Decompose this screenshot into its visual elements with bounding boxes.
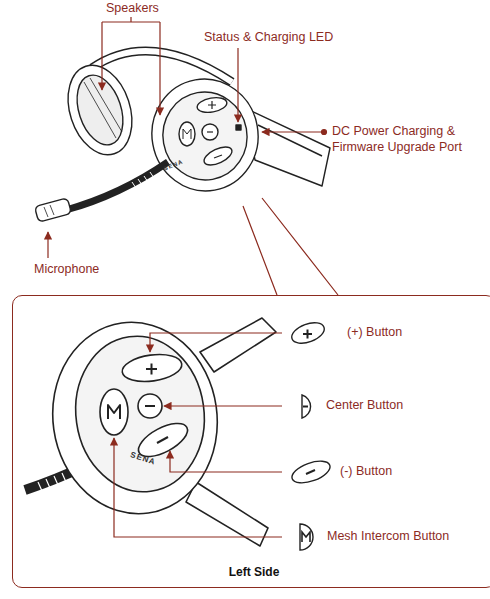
button-label: (+) Button xyxy=(347,325,402,341)
button-label: Center Button xyxy=(326,398,403,414)
detail-inset: Left Side xyxy=(12,295,490,588)
leader-lines xyxy=(48,17,338,295)
part-label: DC Power Charging & Firmware Upgrade Por… xyxy=(332,124,482,155)
part-label: Microphone xyxy=(34,262,99,278)
part-label: Status & Charging LED xyxy=(204,30,333,46)
button-label: (-) Button xyxy=(340,464,392,480)
button-icons xyxy=(289,319,333,550)
button-label: Mesh Intercom Button xyxy=(327,529,449,545)
view-caption: Left Side xyxy=(13,565,490,579)
part-label: Speakers xyxy=(106,1,159,17)
leader-lines xyxy=(114,333,282,537)
headset-drawing xyxy=(35,51,330,222)
